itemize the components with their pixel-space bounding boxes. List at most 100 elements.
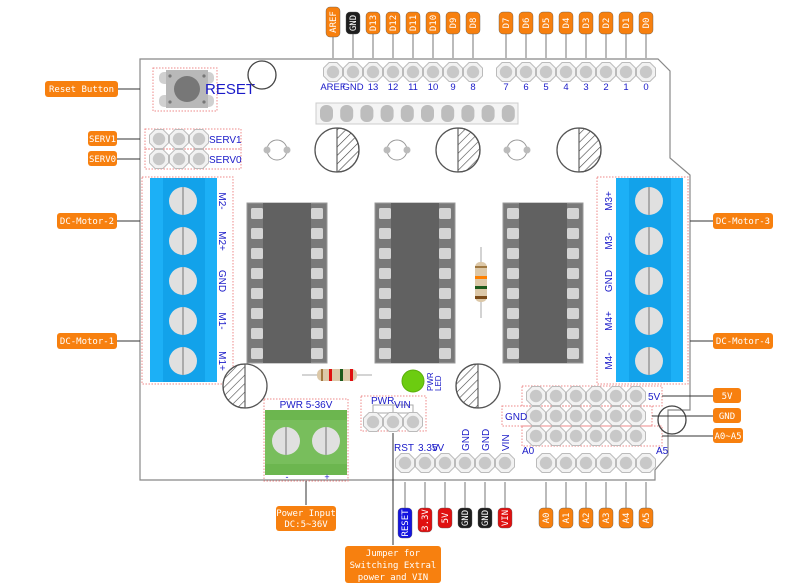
power-pin-gnd[interactable] <box>455 453 475 473</box>
serv0-label: SERV0 <box>209 155 242 166</box>
power-led <box>401 369 425 393</box>
jumper-pin[interactable] <box>363 412 383 432</box>
power-input-terminal[interactable] <box>263 398 349 482</box>
serv0-pin[interactable] <box>169 149 189 169</box>
power-terminal-title: PWR 5-36V <box>280 400 333 411</box>
5v-pin[interactable] <box>606 386 626 406</box>
jumper-pwr-label: PWR <box>371 396 394 407</box>
top-pin-aref[interactable] <box>323 62 343 82</box>
gnd-pin[interactable] <box>546 406 566 426</box>
ceramic-capacitor <box>263 139 291 161</box>
top-pin-label: 9 <box>450 82 455 93</box>
analog-pin[interactable] <box>626 426 646 446</box>
analog-pin-a2[interactable] <box>576 453 596 473</box>
svg-text:Switching Extral: Switching Extral <box>350 561 437 571</box>
power-pin-rst[interactable] <box>395 453 415 473</box>
terminal-screw[interactable] <box>169 227 197 255</box>
gnd-pin[interactable] <box>566 406 586 426</box>
serv1-pin[interactable] <box>149 129 169 149</box>
gnd-pin[interactable] <box>606 406 626 426</box>
top-pin-10[interactable] <box>423 62 443 82</box>
top-pin-1[interactable] <box>616 62 636 82</box>
top-pin-0[interactable] <box>636 62 656 82</box>
analog-pin[interactable] <box>546 426 566 446</box>
5v-callout: 5V <box>713 388 741 403</box>
terminal-screw[interactable] <box>169 347 197 375</box>
svg-text:Power Input: Power Input <box>276 509 336 519</box>
5v-pin[interactable] <box>626 386 646 406</box>
power-pin-vin[interactable] <box>495 453 515 473</box>
terminal-screw[interactable] <box>635 307 663 335</box>
tag-d6: D6 <box>518 11 534 35</box>
tag-a1: A1 <box>558 507 574 529</box>
top-pin-12[interactable] <box>383 62 403 82</box>
electrolytic-capacitor <box>556 127 602 173</box>
top-pin-label: 13 <box>368 82 379 93</box>
5v-pin[interactable] <box>566 386 586 406</box>
terminal-screw[interactable] <box>169 307 197 335</box>
analog-pin-a3[interactable] <box>596 453 616 473</box>
gnd-pin[interactable] <box>626 406 646 426</box>
top-pin-9[interactable] <box>443 62 463 82</box>
svg-text:5V: 5V <box>441 512 451 523</box>
jumper-pin[interactable] <box>383 412 403 432</box>
power-pin-5v[interactable] <box>435 453 455 473</box>
power-pin-gnd[interactable] <box>475 453 495 473</box>
analog-pin[interactable] <box>566 426 586 446</box>
serv1-pin[interactable] <box>169 129 189 149</box>
terminal-screw[interactable] <box>169 187 197 215</box>
power-pin-label: 3.3V <box>418 443 439 454</box>
top-pin-label: 5 <box>543 82 548 93</box>
top-pin-label: 10 <box>428 82 439 93</box>
left-motor-terminal[interactable] <box>141 176 234 385</box>
top-pin-6[interactable] <box>516 62 536 82</box>
top-pin-8[interactable] <box>463 62 483 82</box>
top-pin-7[interactable] <box>496 62 516 82</box>
analog-pin-a5[interactable] <box>636 453 656 473</box>
svg-text:GND: GND <box>461 510 471 526</box>
gnd-pin[interactable] <box>526 406 546 426</box>
serv0-pin[interactable] <box>189 149 209 169</box>
serv0-pin[interactable] <box>149 149 169 169</box>
serv1-pin[interactable] <box>189 129 209 149</box>
top-pin-13[interactable] <box>363 62 383 82</box>
terminal-screw[interactable] <box>635 227 663 255</box>
svg-text:D13: D13 <box>369 15 379 31</box>
analog-pin-a0[interactable] <box>536 453 556 473</box>
analog-pin[interactable] <box>526 426 546 446</box>
gnd-pin[interactable] <box>586 406 606 426</box>
jumper-pin[interactable] <box>403 412 423 432</box>
top-pin-4[interactable] <box>556 62 576 82</box>
top-pin-label: 3 <box>583 82 588 93</box>
5v-pin[interactable] <box>586 386 606 406</box>
terminal-screw[interactable] <box>169 267 197 295</box>
terminal-screw[interactable] <box>635 347 663 375</box>
tag-d9: D9 <box>445 11 461 35</box>
top-pin-2[interactable] <box>596 62 616 82</box>
tag-a2: A2 <box>578 507 594 529</box>
analog-pin[interactable] <box>606 426 626 446</box>
svg-text:GND: GND <box>481 510 491 526</box>
5v-pin[interactable] <box>526 386 546 406</box>
svg-text:D8: D8 <box>469 18 479 29</box>
top-pin-11[interactable] <box>403 62 423 82</box>
power-minus-label: - <box>286 472 289 482</box>
electrolytic-capacitors <box>222 127 602 409</box>
analog-pin[interactable] <box>586 426 606 446</box>
top-pin-label: 0 <box>643 82 648 93</box>
reset-button[interactable] <box>152 67 218 112</box>
pwr-vin-jumper[interactable] <box>360 395 427 432</box>
analog-pin-a4[interactable] <box>616 453 636 473</box>
top-pin-5[interactable] <box>536 62 556 82</box>
5v-pin[interactable] <box>546 386 566 406</box>
terminal-screw[interactable] <box>635 187 663 215</box>
tag-d11: D11 <box>405 11 421 35</box>
analog-pin-a1[interactable] <box>556 453 576 473</box>
power-pin-3.3v[interactable] <box>415 453 435 473</box>
right-motor-terminal[interactable] <box>596 176 689 385</box>
power-pin-label: VIN <box>501 434 512 451</box>
terminal-screw[interactable] <box>635 267 663 295</box>
top-pin-3[interactable] <box>576 62 596 82</box>
top-pin-gnd[interactable] <box>343 62 363 82</box>
